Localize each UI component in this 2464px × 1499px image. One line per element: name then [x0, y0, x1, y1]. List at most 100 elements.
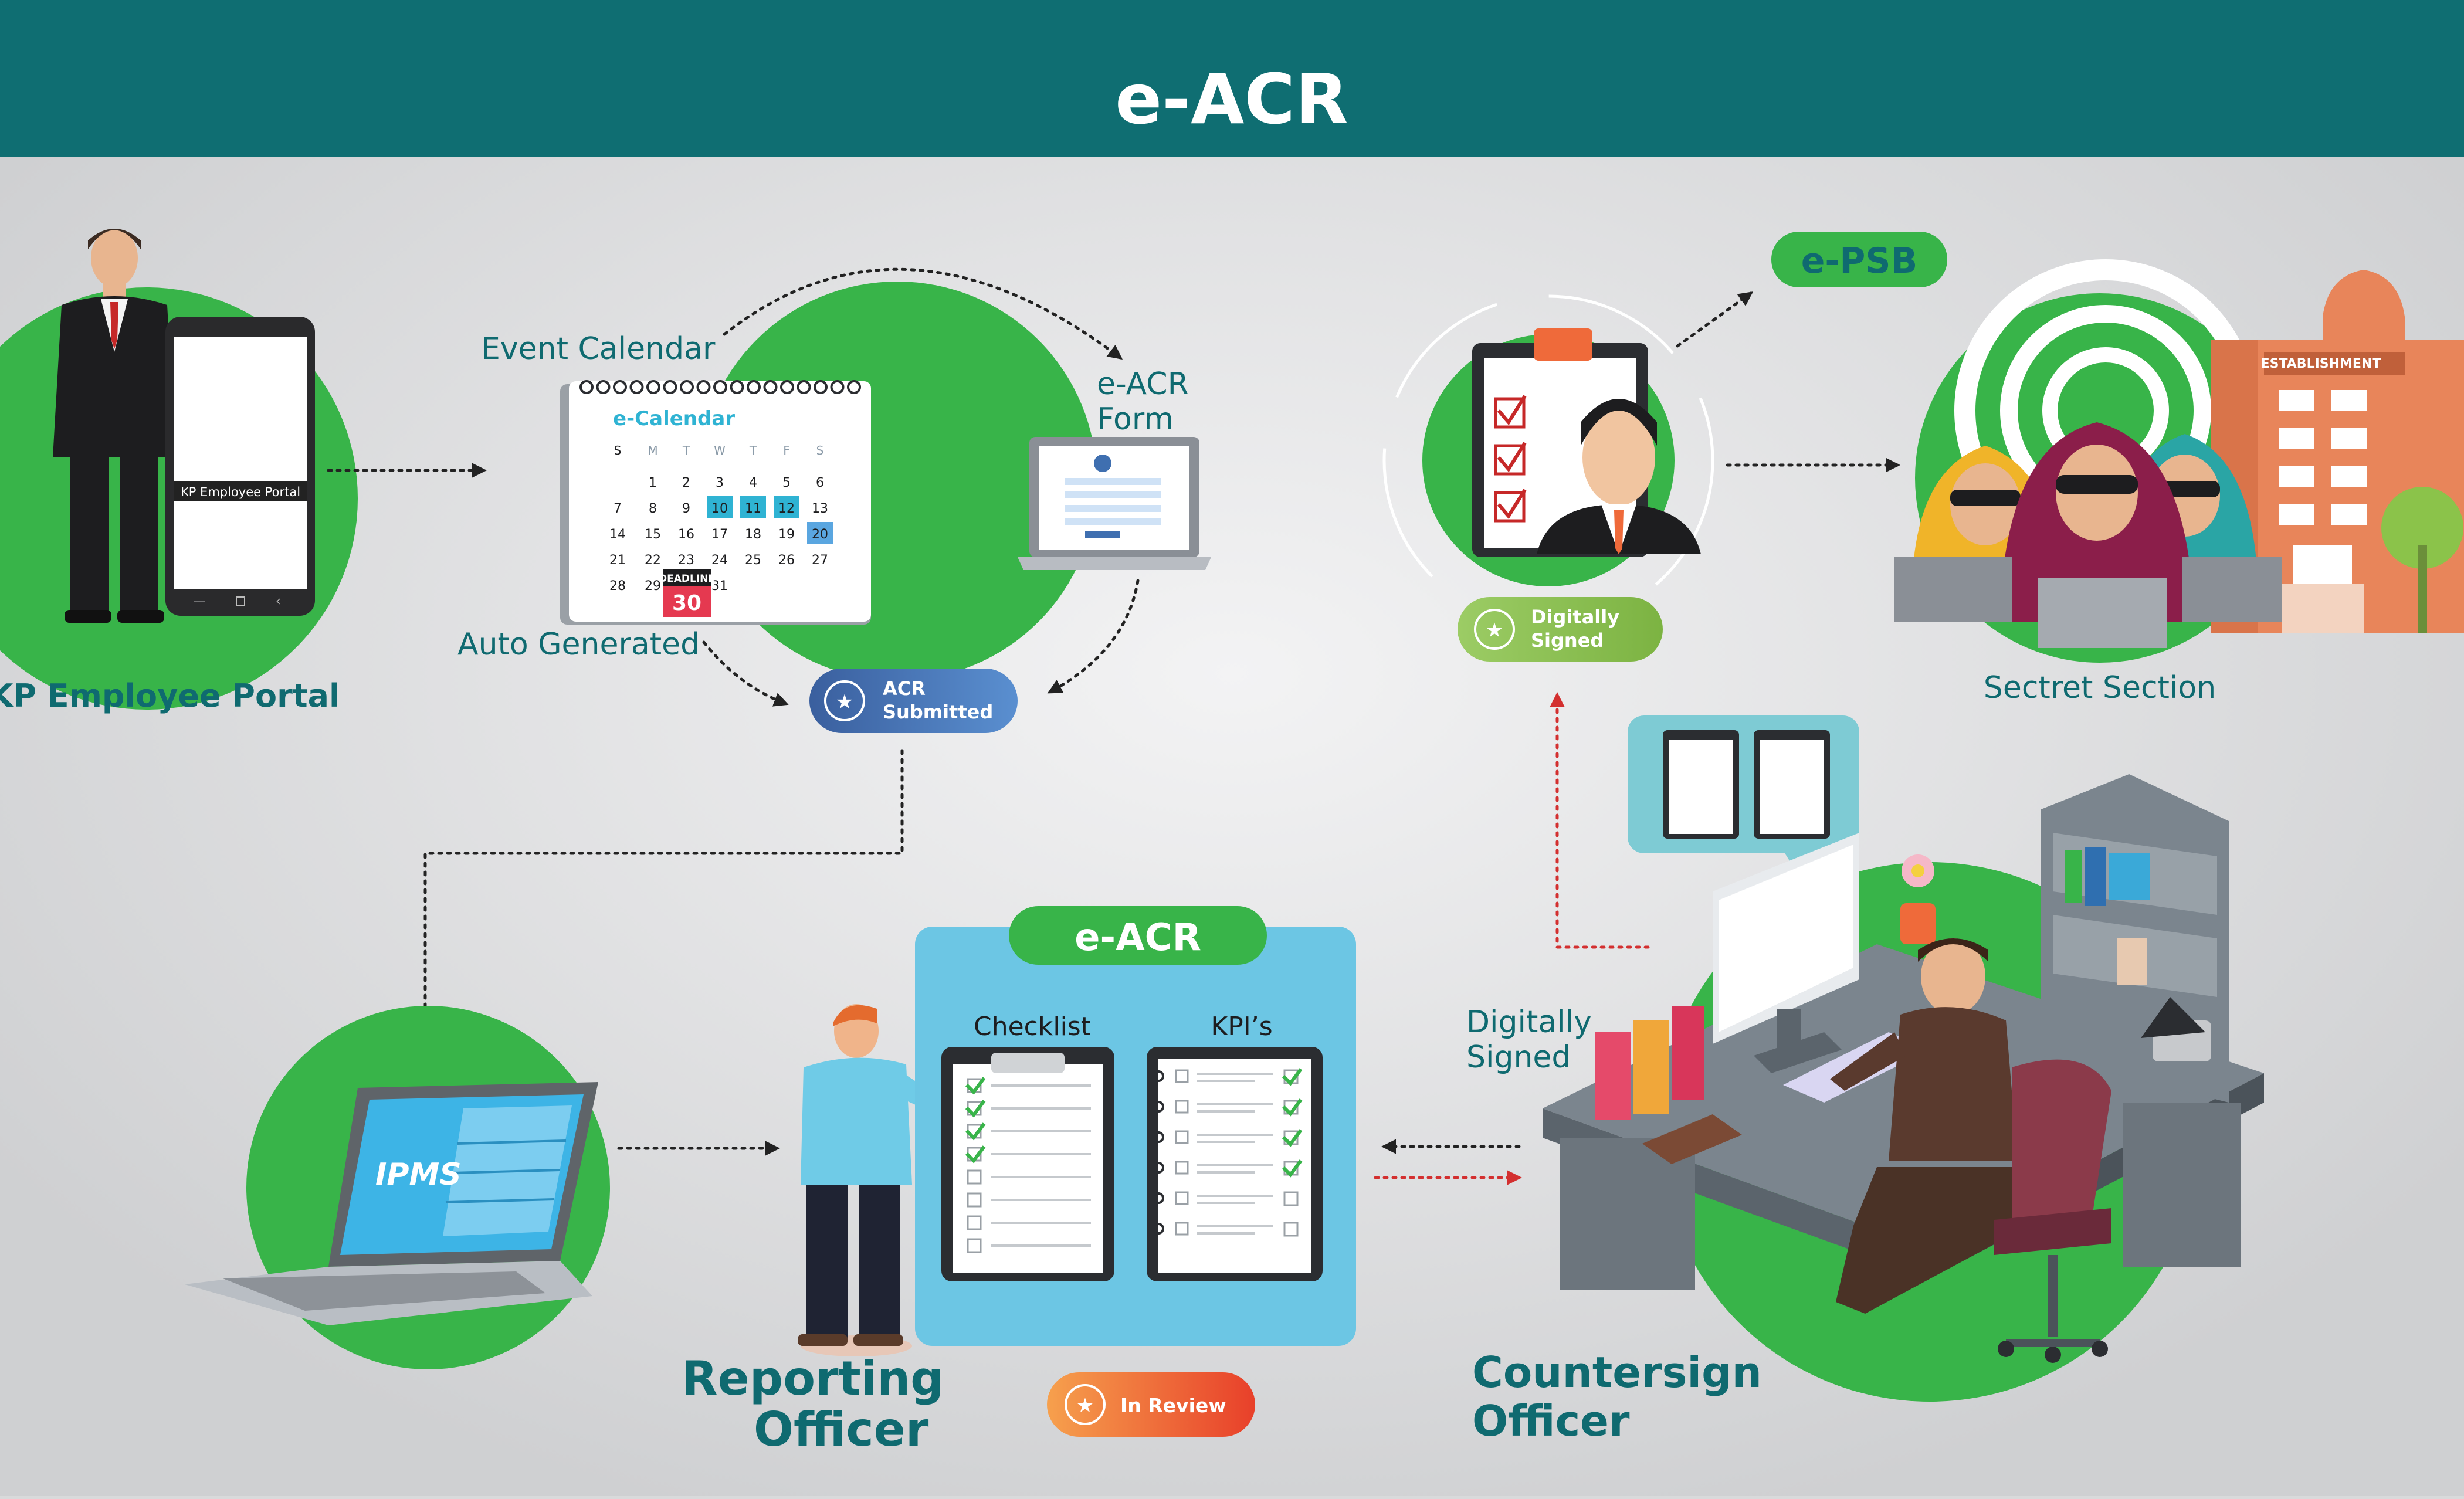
- calendar-day: 5: [782, 476, 791, 490]
- acr-submitted-badge: ★ ACR Submitted: [809, 669, 1018, 733]
- calendar-node: Event Calendar Auto Generated e-Calendar…: [457, 267, 1211, 707]
- calendar-day: 7: [614, 501, 622, 516]
- calendar-rings: [579, 380, 861, 394]
- calendar-weekday: F: [783, 443, 790, 457]
- calendar-highlight: [807, 522, 833, 544]
- countersign-officer-line2: Officer: [1472, 1396, 1630, 1446]
- kpi-rows: [1153, 1068, 1303, 1237]
- check-icon: [965, 1077, 986, 1095]
- calendar-day: 29: [645, 579, 661, 594]
- calendar-day: 25: [745, 553, 761, 568]
- star-icon: ★: [1076, 1394, 1094, 1417]
- acr-submitted-line2: Submitted: [883, 701, 993, 723]
- ipms-laptop-icon: IPMS: [185, 1082, 598, 1325]
- kpi-label: KPI’s: [1211, 1012, 1272, 1042]
- calendar-weekday: T: [749, 443, 757, 457]
- acr-form-label-line2: Form: [1097, 402, 1174, 437]
- header-title: e-ACR: [1115, 59, 1348, 140]
- calendar-day: 2: [682, 476, 690, 490]
- digitally-signed-badge: ★ Digitally Signed: [1458, 597, 1663, 662]
- calendar-day: 22: [645, 553, 661, 568]
- checklist-checkbox: [967, 1169, 982, 1185]
- calendar-highlight: [774, 496, 799, 518]
- calendar-ring: [780, 380, 794, 394]
- calendar-day: 19: [778, 527, 795, 542]
- calendar-day: 4: [749, 476, 757, 490]
- calendar-highlight: [707, 496, 733, 518]
- deadline-badge: DEADLINE 30: [659, 569, 715, 617]
- calendar-day: 18: [745, 527, 761, 542]
- check-icon: [1282, 1068, 1303, 1086]
- digitally-signed-line2: Signed: [1531, 629, 1604, 652]
- calendar-weekday: T: [682, 443, 690, 457]
- notebook-ring: [1153, 1131, 1164, 1143]
- calendar-weekday: M: [648, 443, 657, 457]
- calendar-highlight: [740, 496, 766, 518]
- in-review-badge: ★ In Review: [1047, 1372, 1255, 1437]
- checklist-rows: [965, 1077, 1091, 1253]
- calendar-ring: [696, 380, 711, 394]
- arrow-countersign-to-signed: [1550, 692, 1650, 949]
- calendar-day: 3: [716, 476, 724, 490]
- kpi-checkbox: [1175, 1069, 1189, 1083]
- calendar-day: 28: [609, 579, 626, 594]
- reporting-officer-line1: Reporting: [682, 1351, 944, 1406]
- calendar-ring: [613, 380, 627, 394]
- ipms-node: IPMS: [185, 1006, 610, 1369]
- phone-icon: KP Employee Portal — ‹: [165, 317, 315, 616]
- kpi-score-box: [1283, 1222, 1299, 1237]
- calendar-ring: [663, 380, 677, 394]
- calendar-day: 11: [745, 501, 761, 516]
- calendar-day: 21: [609, 553, 626, 568]
- calendar-day: 13: [812, 501, 828, 516]
- bookshelf-icon: [2041, 774, 2229, 1103]
- calendar-day: 17: [711, 527, 728, 542]
- calendar-ring: [797, 380, 811, 394]
- calendar-day: 16: [678, 527, 694, 542]
- kpi-notebook-icon: [1147, 1047, 1323, 1281]
- employee-portal-caption: KP Employee Portal: [0, 677, 340, 714]
- kpi-score-box: [1283, 1191, 1299, 1206]
- calendar-day: 24: [711, 553, 728, 568]
- checklist-label: Checklist: [974, 1012, 1091, 1042]
- check-icon: [1282, 1098, 1303, 1117]
- star-icon: ★: [1486, 619, 1503, 642]
- notebook-ring: [1153, 1101, 1164, 1113]
- calendar-ring: [763, 380, 778, 394]
- checklist-checkbox: [967, 1238, 982, 1253]
- calendar-ring: [646, 380, 660, 394]
- star-icon: ★: [836, 690, 853, 714]
- arrow-auto-to-submitted: [702, 640, 789, 707]
- check-icon: [965, 1122, 986, 1141]
- secret-section-node: ESTABLISHMENT: [1894, 259, 2464, 706]
- calendar-day: 23: [678, 553, 694, 568]
- check-icon: [1282, 1159, 1303, 1178]
- countersign-signed-line2: Signed: [1466, 1040, 1571, 1075]
- notebook-ring: [1153, 1070, 1164, 1082]
- reporting-officer-line2: Officer: [754, 1402, 929, 1457]
- epsb-label: e-PSB: [1801, 240, 1918, 282]
- countersign-node: Digitally Signed Countersign Officer: [1466, 715, 2264, 1446]
- calendar-weekday: W: [714, 443, 726, 457]
- calendar-ring: [730, 380, 744, 394]
- calendar-day: 12: [778, 501, 795, 516]
- calendar-weekday: S: [816, 443, 824, 457]
- deadline-label: DEADLINE: [659, 573, 715, 585]
- building-sign-label: ESTABLISHMENT: [2261, 357, 2381, 371]
- secret-section-caption: Sectret Section: [1984, 670, 2216, 706]
- check-icon: [965, 1145, 986, 1164]
- checklist-checkbox: [967, 1192, 982, 1208]
- calendar-ring: [596, 380, 611, 394]
- calendar-day: 27: [812, 553, 828, 568]
- kpi-checkbox: [1175, 1222, 1189, 1236]
- calendar-day: 14: [609, 527, 626, 542]
- calendar-day: 10: [711, 501, 728, 516]
- calendar-ring: [830, 380, 845, 394]
- acr-form-laptop-icon: [1018, 437, 1211, 570]
- arrow-signed-to-epsb: [1676, 291, 1754, 348]
- kpi-checkbox: [1175, 1130, 1189, 1144]
- deadline-day: 30: [672, 591, 701, 615]
- arrow-form-to-submitted: [1047, 579, 1140, 694]
- phone-screen-label: KP Employee Portal: [181, 485, 300, 499]
